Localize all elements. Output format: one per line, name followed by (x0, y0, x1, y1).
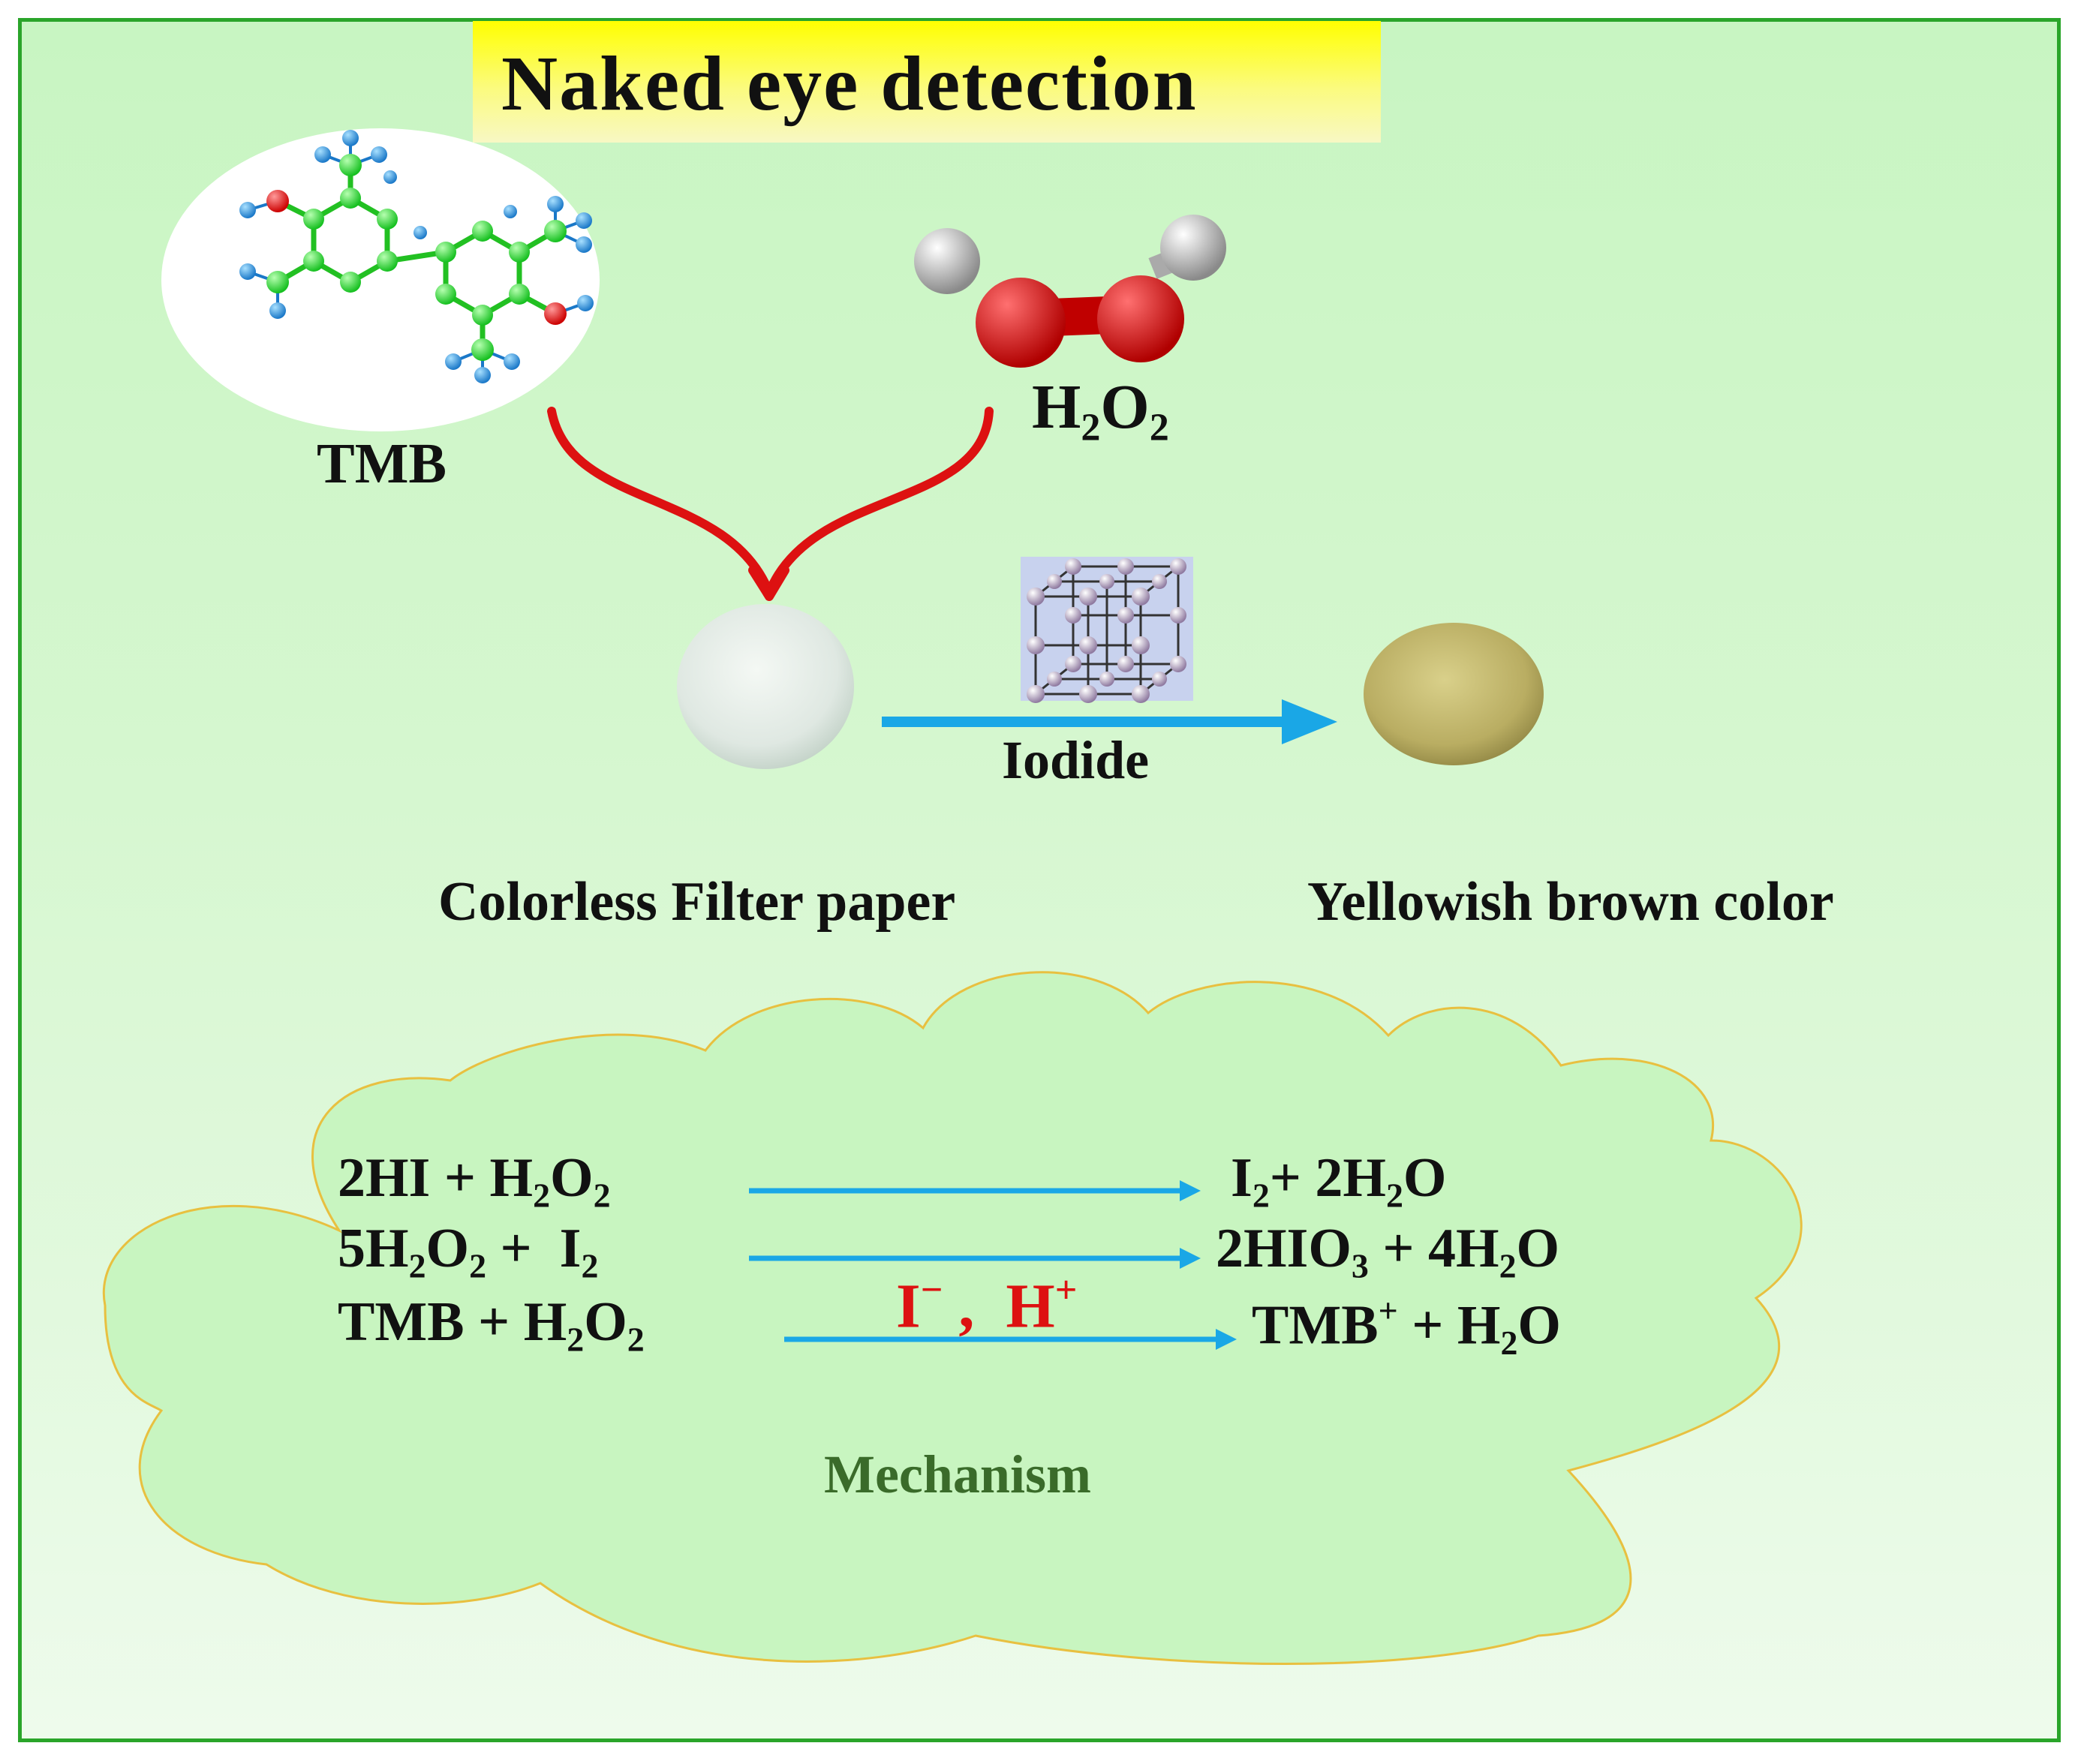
equation-segment: 2 (533, 1176, 551, 1215)
equation-segment: 5H (338, 1218, 409, 1279)
mechanism-label: Mechanism (824, 1444, 1091, 1504)
catalyst-ions-label: I− , H+ (896, 1269, 1078, 1342)
tmb-molecule-icon (161, 128, 600, 431)
equation-segment: 2 (567, 1320, 585, 1359)
equation-segment: + I (486, 1218, 582, 1279)
equation-segment: 2 (1500, 1324, 1518, 1363)
equation-segment: O (1517, 1294, 1561, 1357)
tmb-label: TMB (317, 432, 447, 495)
mechanism-arrows (749, 1188, 1222, 1342)
converging-reaction-arrow (547, 407, 994, 601)
equation-segment: TMB (1252, 1294, 1379, 1357)
colorless-filter-paper-label: Colorless Filter paper (438, 871, 956, 933)
equation-segment: 2 (469, 1246, 486, 1285)
equation-segment: 2HI + H (338, 1147, 534, 1209)
figure-title: Naked eye detection (501, 41, 1198, 127)
equation-segment: O (1403, 1147, 1447, 1209)
equation-1-right: I2+ 2H2O (1231, 1146, 1446, 1216)
equation-segment: 2 (627, 1320, 645, 1359)
iodide-crystal-lattice-icon (1021, 557, 1193, 703)
equation-2-right: 2HIO3 + 4H2O (1216, 1217, 1559, 1286)
colorless-filter-paper (677, 604, 854, 769)
equation-2-left: 5H2O2 + I2 (338, 1217, 598, 1286)
equation-segment: 2 (593, 1176, 611, 1215)
yellowish-brown-color-label: Yellowish brown color (1307, 871, 1834, 933)
equation-1-left: 2HI + H2O2 (338, 1146, 611, 1216)
equation-segment: 2 (408, 1246, 426, 1285)
equation-segment: I (1231, 1147, 1253, 1209)
mechanism-cloud (102, 971, 1803, 1665)
h2o2-label: H2O2 (1032, 372, 1169, 449)
mechanism-arrowheads (1180, 1180, 1237, 1350)
equation-segment: 2 (1499, 1246, 1517, 1285)
equation-segment: O (1516, 1218, 1560, 1279)
equation-segment: + 4H (1368, 1218, 1499, 1279)
equation-segment: + H (1397, 1294, 1501, 1357)
iodide-reaction-arrow (882, 699, 1337, 744)
iodide-label: Iodide (1002, 730, 1150, 790)
equation-segment: O (426, 1218, 470, 1279)
equation-segment: TMB + H (338, 1291, 567, 1353)
equation-segment: 2 (1385, 1176, 1403, 1215)
h2o2-molecule-icon (914, 215, 1226, 368)
equation-segment: 3 (1351, 1246, 1369, 1285)
equation-segment: 2 (1252, 1176, 1270, 1215)
equation-segment: 2 (581, 1246, 599, 1285)
equation-3-left: TMB + H2O2 (338, 1291, 645, 1360)
yellowish-brown-filter-paper (1364, 623, 1544, 765)
equation-segment: O (550, 1147, 594, 1209)
title-banner (473, 21, 1381, 143)
equation-segment: 2HIO (1216, 1218, 1352, 1279)
equation-segment: O (584, 1291, 627, 1353)
equation-segment: + 2H (1269, 1147, 1386, 1209)
equation-segment: + (1378, 1291, 1398, 1330)
equation-3-right: TMB+ + H2O (1252, 1291, 1561, 1363)
